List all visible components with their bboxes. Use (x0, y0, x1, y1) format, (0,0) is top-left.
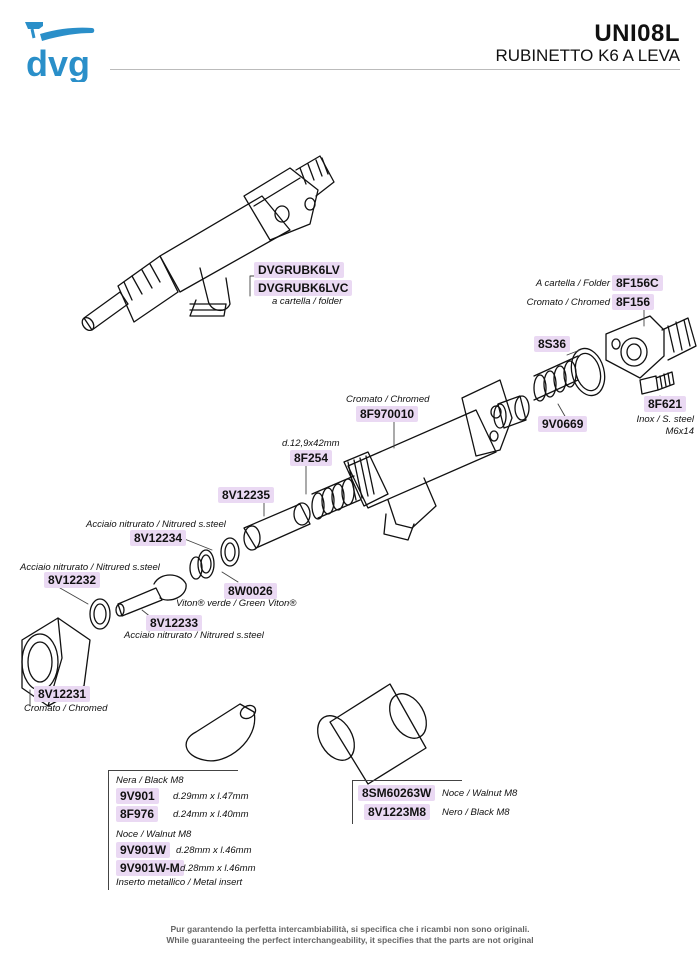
part-screw-8f621 (639, 371, 675, 395)
note-nut: Cromato / Chromed (24, 703, 108, 714)
dvg-logo: dvg (25, 22, 95, 82)
code-dvgrubk6lvc: DVGRUBK6LVC (254, 280, 353, 296)
knob-group-black: Nera / Black M8 (116, 775, 184, 786)
note-spring-size: d.12,9x42mm (282, 438, 340, 449)
dim-8f976: d.24mm x l.40mm (173, 809, 249, 820)
note-screw-size: M6x14 (665, 426, 694, 437)
part-spring-8f254 (311, 475, 361, 520)
handle-knob-9v901 (185, 703, 257, 762)
code-9v0669: 9V0669 (538, 416, 588, 432)
code-9v901w: 9V901W (116, 842, 171, 858)
code-8f976: 8F976 (116, 806, 159, 822)
code-8f254: 8F254 (290, 450, 333, 466)
part-plug (493, 395, 530, 429)
part-pin-8v12233 (115, 574, 187, 617)
code-8v12233: 8V12233 (146, 615, 203, 631)
dim-9v901w-m: d.28mm x l.46mm (180, 863, 256, 874)
note-ring-8v12232: Acciaio nitrurato / Nitrured s.steel (20, 562, 160, 573)
product-code: UNI08L (594, 20, 680, 47)
logo-wordmark: dvg (26, 43, 90, 82)
dim-9v901: d.29mm x l.47mm (173, 791, 249, 802)
code-8s36: 8S36 (534, 336, 571, 352)
note-seal: Viton® verde / Green Viton® (176, 598, 297, 609)
footer-disclaimer-it: Pur garantendo la perfetta intercambiabi… (170, 924, 530, 934)
code-8v12231: 8V12231 (34, 686, 91, 702)
part-seal-8w0026 (189, 549, 215, 580)
part-ring-8v12234 (220, 537, 240, 567)
logo-tap-icon (25, 22, 43, 29)
assembled-tap (81, 155, 335, 332)
product-name: RUBINETTO K6 A LEVA (495, 46, 680, 65)
note-tap-folder: a cartella / folder (272, 296, 343, 307)
note-folder: A cartella / Folder (535, 278, 610, 289)
code-8f621: 8F621 (644, 396, 687, 412)
note-ring-8v12234: Acciaio nitrurato / Nitrured s.steel (86, 519, 226, 530)
code-8f156: 8F156 (612, 294, 655, 310)
code-8sm60263w: 8SM60263W (358, 785, 436, 801)
part-ring-8v12232 (89, 598, 111, 630)
note-body: Cromato / Chromed (346, 394, 430, 405)
part-sleeve-8v12235 (243, 502, 311, 551)
handle-cylinder-8sm60263w (317, 683, 427, 785)
note-pin: Acciaio nitrurato / Nitrured s.steel (124, 630, 264, 641)
note-8sm60263w: Noce / Walnut M8 (442, 788, 518, 799)
dim-9v901w: d.28mm x l.46mm (176, 845, 252, 856)
code-8f970010: 8F970010 (356, 406, 419, 422)
code-8f156c: 8F156C (612, 275, 663, 291)
note-metal-insert: Inserto metallico / Metal insert (116, 877, 243, 888)
note-screw-material: Inox / S. steel (636, 414, 694, 425)
code-8w0026: 8W0026 (224, 583, 277, 599)
note-8v1223m8: Nero / Black M8 (442, 807, 510, 818)
code-dvgrubk6lv: DVGRUBK6LV (254, 262, 344, 278)
code-9v901w-m: 9V901W-M (116, 860, 184, 876)
code-9v901: 9V901 (116, 788, 159, 804)
header-divider (110, 69, 680, 70)
note-chromed-folder: Cromato / Chromed (526, 297, 610, 308)
part-spring-9v0669 (533, 355, 579, 402)
code-8v12234: 8V12234 (130, 530, 187, 546)
footer-disclaimer-en: While guaranteeing the perfect interchan… (166, 935, 534, 945)
part-body-8f970010 (343, 379, 513, 541)
code-8v1223m8: 8V1223M8 (364, 804, 431, 820)
code-8v12235: 8V12235 (218, 487, 275, 503)
code-8v12232: 8V12232 (44, 572, 101, 588)
part-folder-8f156 (605, 315, 697, 379)
knob-group-walnut: Noce / Walnut M8 (116, 829, 192, 840)
